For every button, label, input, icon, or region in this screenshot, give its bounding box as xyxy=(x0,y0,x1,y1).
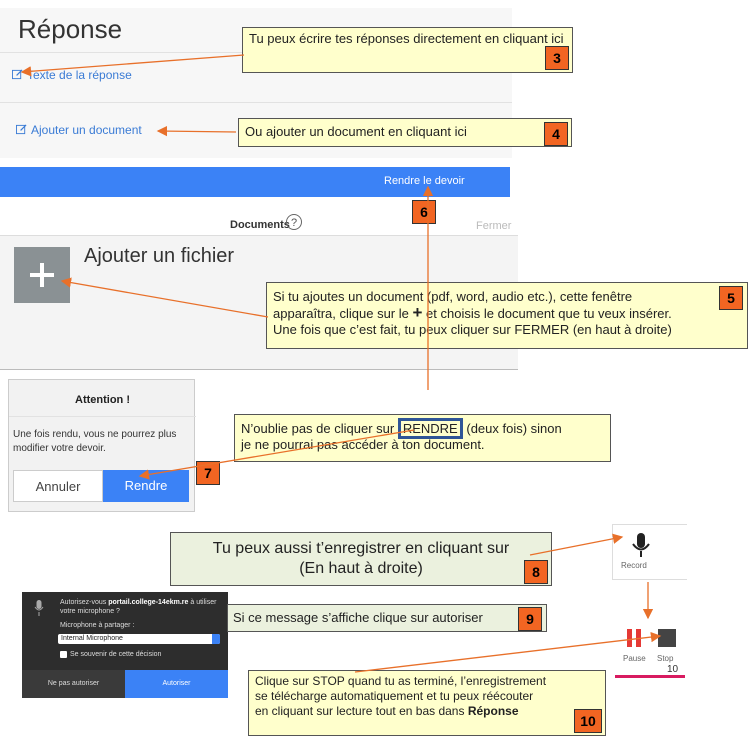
step-5-badge: 5 xyxy=(719,286,743,310)
step-8-badge: 8 xyxy=(524,560,548,584)
microphone-icon xyxy=(34,600,44,616)
step-7-badge: 7 xyxy=(196,461,220,485)
rendre-highlight: RENDRE xyxy=(397,418,463,439)
recorder-controls: Pause Stop 10 xyxy=(615,620,685,678)
pause-button[interactable]: Pause xyxy=(617,620,651,670)
microphone-select-value: Internal Microphone xyxy=(61,635,123,642)
callout-10-line3b: Réponse xyxy=(467,704,519,718)
callout-7: N’oublie pas de cliquer sur RENDRE (deux… xyxy=(234,414,611,462)
add-file-button[interactable] xyxy=(14,247,70,303)
answer-text-link[interactable]: Texte de la réponse xyxy=(12,68,132,82)
stop-button[interactable]: Stop xyxy=(653,620,685,670)
stop-icon xyxy=(658,629,676,647)
remember-label: Se souvenir de cette décision xyxy=(70,651,162,658)
callout-10-line3a: en cliquant sur lecture tout en bas dans xyxy=(255,704,465,718)
callout-5-line2: apparaîtra, clique sur le + et choisis l… xyxy=(273,303,672,322)
help-icon[interactable]: ? xyxy=(286,214,302,230)
callout-5-line1: Si tu ajoutes un document (pdf, word, au… xyxy=(273,289,633,304)
plus-icon xyxy=(30,263,54,287)
close-documents-button[interactable]: Fermer xyxy=(476,220,512,232)
record-label: Record xyxy=(621,561,647,570)
record-button[interactable]: Record xyxy=(621,533,661,573)
callout-3: Tu peux écrire tes réponses directement … xyxy=(242,27,573,73)
add-document-link[interactable]: Ajouter un document xyxy=(16,123,142,137)
microphone-permission-dialog: Autorisez-vous portail.college-14ekm.re … xyxy=(22,592,228,698)
step-10-badge: 10 xyxy=(574,709,602,733)
record-widget: Record xyxy=(612,524,687,580)
mic-share-label: Microphone à partager : xyxy=(60,622,135,629)
callout-10-line2: se télécharge automatiquement et tu peux… xyxy=(255,689,534,703)
step-3-badge: 3 xyxy=(545,46,569,70)
submit-homework-label: Rendre le devoir xyxy=(384,175,465,187)
alert-message: Une fois rendu, vous ne pourrez plus mod… xyxy=(13,429,177,454)
add-file-label: Ajouter un fichier xyxy=(84,245,235,267)
deny-button[interactable]: Ne pas autoriser xyxy=(22,670,125,698)
allow-button[interactable]: Autoriser xyxy=(125,670,228,698)
callout-8: Tu peux aussi t’enregistrer en cliquant … xyxy=(170,532,552,586)
page-title: Réponse xyxy=(18,14,123,44)
alert-dialog: Attention ! Une fois rendu, vous ne pour… xyxy=(8,379,196,512)
callout-4-text: Ou ajouter un document en cliquant ici xyxy=(245,124,467,139)
pause-label: Pause xyxy=(623,654,646,663)
callout-7-text-a: N’oublie pas de cliquer sur xyxy=(241,421,395,436)
callout-8-line2: (En haut à droite) xyxy=(299,560,423,577)
documents-header: Documents ? Fermer xyxy=(0,210,518,236)
recording-timer: 10 xyxy=(667,664,679,675)
callout-9: Si ce message s’affiche clique sur autor… xyxy=(227,604,547,632)
callout-10-line1: Clique sur STOP quand tu as terminé, l’e… xyxy=(255,674,547,688)
callout-7-line2: je ne pourrai pas accéder à ton document… xyxy=(241,437,485,452)
add-document-label: Ajouter un document xyxy=(31,123,142,137)
mic-prompt: Autorisez-vous portail.college-14ekm.re … xyxy=(60,599,217,615)
callout-9-text: Si ce message s’affiche clique sur autor… xyxy=(233,610,483,625)
callout-3-text: Tu peux écrire tes réponses directement … xyxy=(249,31,564,46)
plus-glyph: + xyxy=(412,303,423,322)
submit-homework-bar[interactable]: Rendre le devoir xyxy=(0,167,510,197)
microphone-select[interactable]: Internal Microphone xyxy=(58,634,220,644)
alert-title: Attention ! xyxy=(75,394,130,406)
stop-label: Stop xyxy=(657,654,674,663)
chevron-down-icon xyxy=(212,634,220,644)
cancel-button[interactable]: Annuler xyxy=(13,470,103,502)
callout-4: Ou ajouter un document en cliquant ici 4 xyxy=(238,118,572,147)
answer-text-label: Texte de la réponse xyxy=(27,68,132,82)
callout-5-line3: Une fois que c’est fait, tu peux cliquer… xyxy=(273,322,672,337)
documents-title: Documents xyxy=(230,219,290,231)
step-9-badge: 9 xyxy=(518,607,542,631)
edit-icon xyxy=(12,69,23,80)
step-4-badge: 4 xyxy=(544,122,568,146)
step-6-badge: 6 xyxy=(412,200,436,224)
confirm-submit-button[interactable]: Rendre xyxy=(103,470,189,502)
edit-icon xyxy=(16,124,27,135)
callout-10: Clique sur STOP quand tu as terminé, l’e… xyxy=(248,670,606,736)
callout-8-line1: Tu peux aussi t’enregistrer en cliquant … xyxy=(212,540,510,557)
callout-7-text-b: (deux fois) sinon xyxy=(466,421,562,436)
remember-checkbox[interactable] xyxy=(60,651,67,658)
microphone-icon xyxy=(632,533,650,557)
callout-5: Si tu ajoutes un document (pdf, word, au… xyxy=(266,282,748,349)
pause-icon xyxy=(627,629,641,647)
